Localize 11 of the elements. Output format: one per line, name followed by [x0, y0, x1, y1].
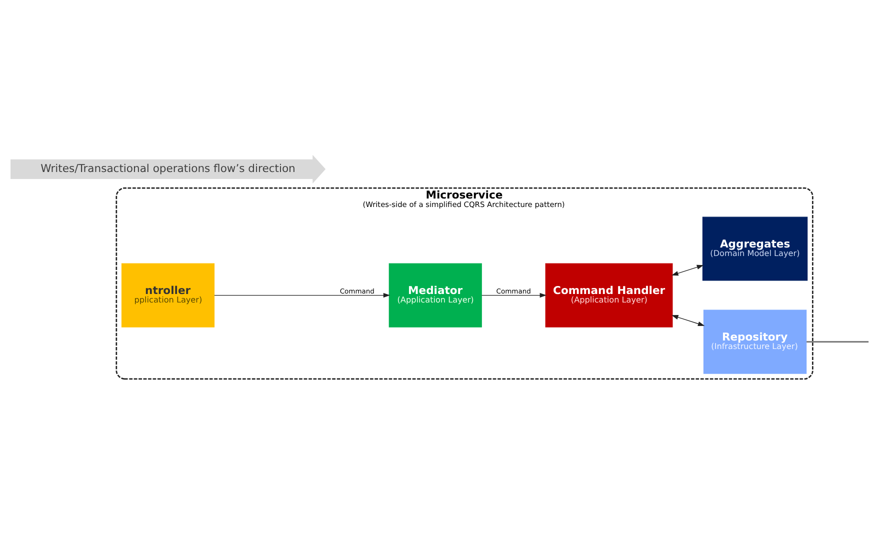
arrow	[672, 315, 705, 326]
connector	[806, 340, 869, 343]
arrow	[481, 292, 547, 298]
node-box: Aggregates (Domain Model Layer)	[702, 216, 808, 281]
arrow	[214, 292, 390, 298]
arrow	[672, 264, 704, 276]
node-box: ntroller pplication Layer)	[121, 263, 215, 328]
node-box: Repository (Infrastructure Layer)	[703, 310, 807, 374]
label: Writes/Transactional operations flow’s direction	[40, 162, 296, 175]
node-box: Mediator (Application Layer)	[388, 263, 482, 328]
node-box: Command Handler (Application Layer)	[545, 263, 673, 328]
